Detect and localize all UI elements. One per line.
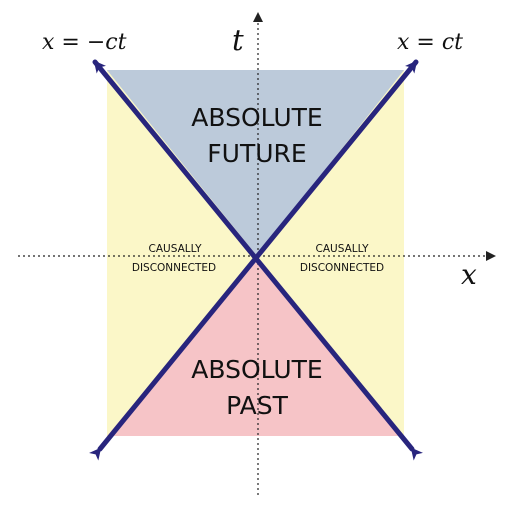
left-light-line-label: x = −ct xyxy=(42,30,127,55)
right-light-line xyxy=(89,59,419,461)
space-axis-label: x xyxy=(461,258,477,291)
right-light-line-label: x = ct xyxy=(397,30,463,55)
absolute-past-label-line1: ABSOLUTE xyxy=(191,355,322,384)
left-causally-disconnected-label-line1: CAUSALLY xyxy=(149,243,203,255)
time-axis-label: t xyxy=(232,23,244,57)
absolute-future-label-line1: ABSOLUTE xyxy=(191,103,322,132)
absolute-future-label-line2: FUTURE xyxy=(207,139,306,168)
right-causally-disconnected-label-line1: CAUSALLY xyxy=(316,243,370,255)
left-causally-disconnected-label-line2: DISCONNECTED xyxy=(132,262,216,274)
absolute-past-label-line2: PAST xyxy=(226,391,288,420)
right-causally-disconnected-label-line2: DISCONNECTED xyxy=(300,262,384,274)
